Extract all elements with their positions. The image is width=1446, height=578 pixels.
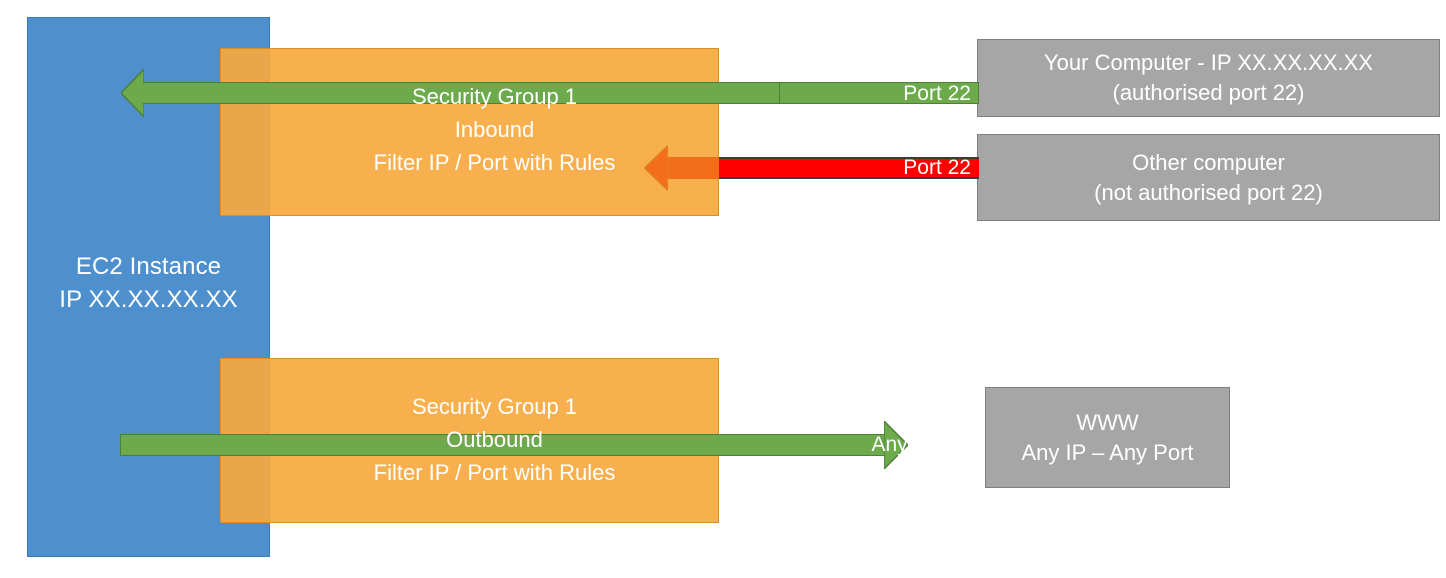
allowed-inbound-port-band: [779, 82, 979, 104]
blocked-inbound-arrow-shaft: [667, 157, 719, 179]
other-computer-title: Other computer: [1132, 149, 1285, 175]
allowed-outbound-arrowhead-icon: [884, 421, 908, 469]
security-group-inbound-box: [220, 48, 719, 216]
blocked-inbound-band: [718, 157, 979, 179]
endpoint-www-box: WWW Any IP – Any Port: [985, 387, 1230, 488]
www-note: Any IP – Any Port: [1021, 439, 1194, 465]
endpoint-other-computer-box: Other computer (not authorised port 22): [977, 134, 1440, 221]
endpoint-your-computer-box: Your Computer - IP XX.XX.XX.XX (authoris…: [977, 39, 1440, 117]
other-computer-note: (not authorised port 22): [1094, 179, 1323, 205]
allowed-outbound-arrow-shaft: [120, 434, 885, 456]
allowed-inbound-arrow-shaft: [143, 82, 779, 104]
your-computer-note: (authorised port 22): [1112, 80, 1305, 105]
your-computer-title: Your Computer - IP XX.XX.XX.XX: [1044, 50, 1373, 75]
www-title: WWW: [1076, 409, 1139, 435]
blocked-inbound-arrowhead-icon: [644, 145, 668, 191]
allowed-inbound-arrowhead-icon: [121, 69, 144, 117]
